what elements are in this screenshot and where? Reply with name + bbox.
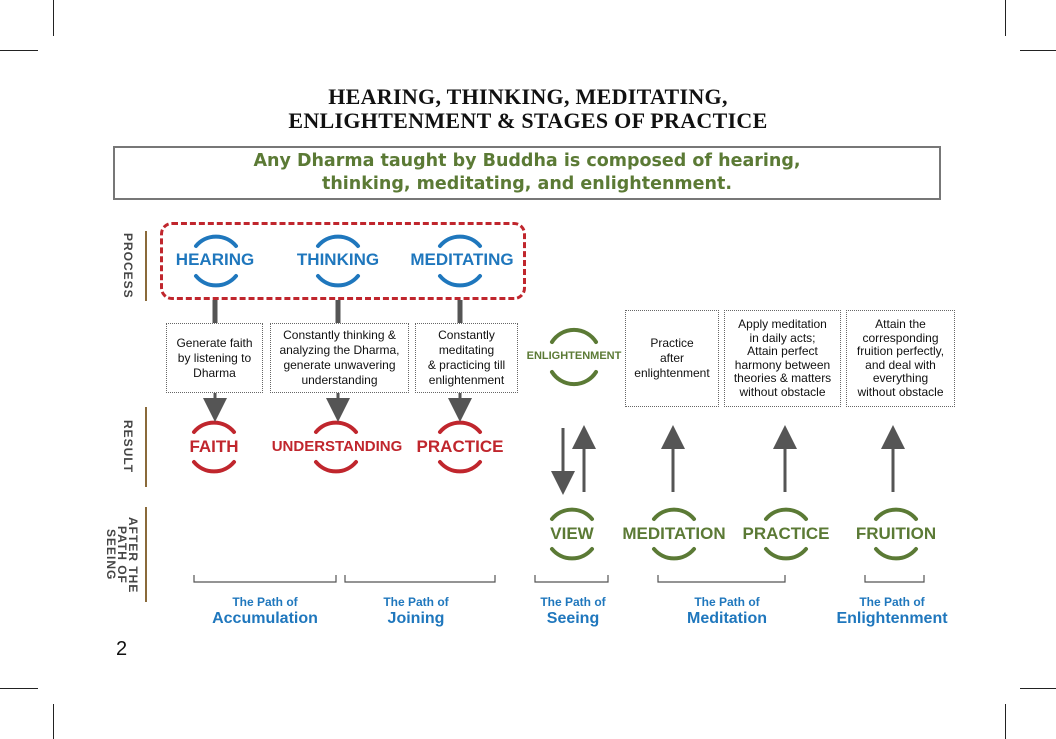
desc-practice-after: Practice after enlightenment (625, 310, 719, 407)
desc-line: Generate faith (176, 335, 253, 350)
crop-mark (1020, 688, 1056, 689)
crop-mark (1005, 704, 1006, 739)
practice-result-node: PRACTICE (416, 437, 504, 456)
desc-line: without obstacle (857, 384, 944, 399)
meditating-node: MEDITATING (410, 250, 514, 269)
path-big: Enlightenment (836, 610, 948, 627)
desc-line: Apply meditation (738, 317, 827, 331)
desc-line: by listening to (177, 350, 252, 365)
desc-line: enlightenment (634, 366, 710, 380)
crop-mark (1005, 0, 1006, 36)
desc-attain: Attain the corresponding fruition perfec… (846, 310, 955, 407)
desc-line: enlightenment (428, 373, 505, 387)
result-label: RESULT (121, 420, 135, 474)
path-joining: The Path of Joining (346, 595, 486, 629)
desc-line: and deal with (865, 357, 936, 372)
result-bar (145, 407, 147, 487)
desc-thinking: Constantly thinking & analyzing the Dhar… (270, 323, 409, 393)
view-node: VIEW (550, 524, 594, 543)
path-big: Meditation (687, 610, 767, 627)
banner-line1: Any Dharma taught by Buddha is composed … (253, 151, 801, 171)
desc-line: generate unwavering (283, 358, 396, 372)
path-small: The Path of (540, 595, 606, 609)
process-bar (145, 231, 147, 301)
desc-meditating: Constantly meditating & practicing till … (415, 323, 518, 393)
desc-line: Practice (650, 336, 694, 350)
desc-line: Dharma (193, 365, 236, 380)
banner-line2: thinking, meditating, and enlightenment. (321, 174, 732, 194)
path-enlightenment: The Path of Enlightenment (830, 595, 954, 629)
desc-line: theories & matters (733, 371, 832, 385)
desc-line: in daily acts; (749, 330, 816, 345)
crop-mark (0, 688, 38, 689)
desc-apply: Apply meditation in daily acts; Attain p… (724, 310, 841, 407)
path-big: Accumulation (212, 610, 318, 627)
desc-line: everything (872, 371, 929, 385)
desc-line: corresponding (862, 330, 939, 345)
hearing-node: HEARING (175, 250, 255, 269)
desc-line: analyzing the Dharma, (279, 343, 400, 357)
path-big: Joining (387, 610, 445, 627)
path-accumulation: The Path of Accumulation (195, 595, 335, 629)
desc-line: Constantly thinking & (283, 328, 396, 342)
understanding-node: UNDERSTANDING (271, 438, 403, 455)
desc-line: fruition perfectly, (856, 344, 945, 358)
path-small: The Path of (232, 595, 298, 609)
meditation-node: MEDITATION (622, 524, 726, 543)
desc-line: meditating (438, 343, 495, 357)
path-small: The Path of (694, 595, 760, 609)
process-label: PROCESS (121, 233, 135, 299)
desc-line: understanding (301, 373, 378, 387)
fruition-node: FRUITION (855, 524, 937, 543)
page-title-line1: HEARING, THINKING, MEDITATING, (328, 84, 728, 109)
path-big: Seeing (546, 610, 600, 627)
desc-line: Constantly (438, 328, 495, 342)
page-number: 2 (116, 638, 128, 660)
path-seeing: The Path of Seeing (521, 595, 625, 629)
path-small: The Path of (859, 595, 925, 609)
desc-line: after (659, 351, 684, 365)
enlightenment-node: ENLIGHTENMENT (526, 350, 622, 362)
crop-mark (53, 704, 54, 739)
desc-line: harmony between (734, 357, 831, 372)
path-meditation: The Path of Meditation (662, 595, 792, 629)
practice-after-node: PRACTICE (742, 524, 830, 543)
crop-mark (1020, 50, 1056, 51)
process-group-box (160, 222, 526, 300)
desc-line: without obstacle (739, 384, 826, 399)
thinking-node: THINKING (296, 250, 380, 269)
after-bar (145, 507, 147, 602)
faith-node: FAITH (189, 437, 239, 456)
desc-line: & practicing till (427, 358, 506, 372)
summary-banner: Any Dharma taught by Buddha is composed … (113, 146, 941, 200)
crop-mark (0, 50, 38, 51)
path-small: The Path of (383, 595, 449, 609)
after-label: AFTER THE PATH OF SEEING (104, 516, 140, 594)
page-title-line2: ENLIGHTENMENT & STAGES OF PRACTICE (288, 108, 768, 133)
desc-hearing: Generate faith by listening to Dharma (166, 323, 263, 393)
desc-line: Attain perfect (747, 344, 818, 358)
crop-mark (53, 0, 54, 36)
desc-line: Attain the (875, 317, 926, 331)
